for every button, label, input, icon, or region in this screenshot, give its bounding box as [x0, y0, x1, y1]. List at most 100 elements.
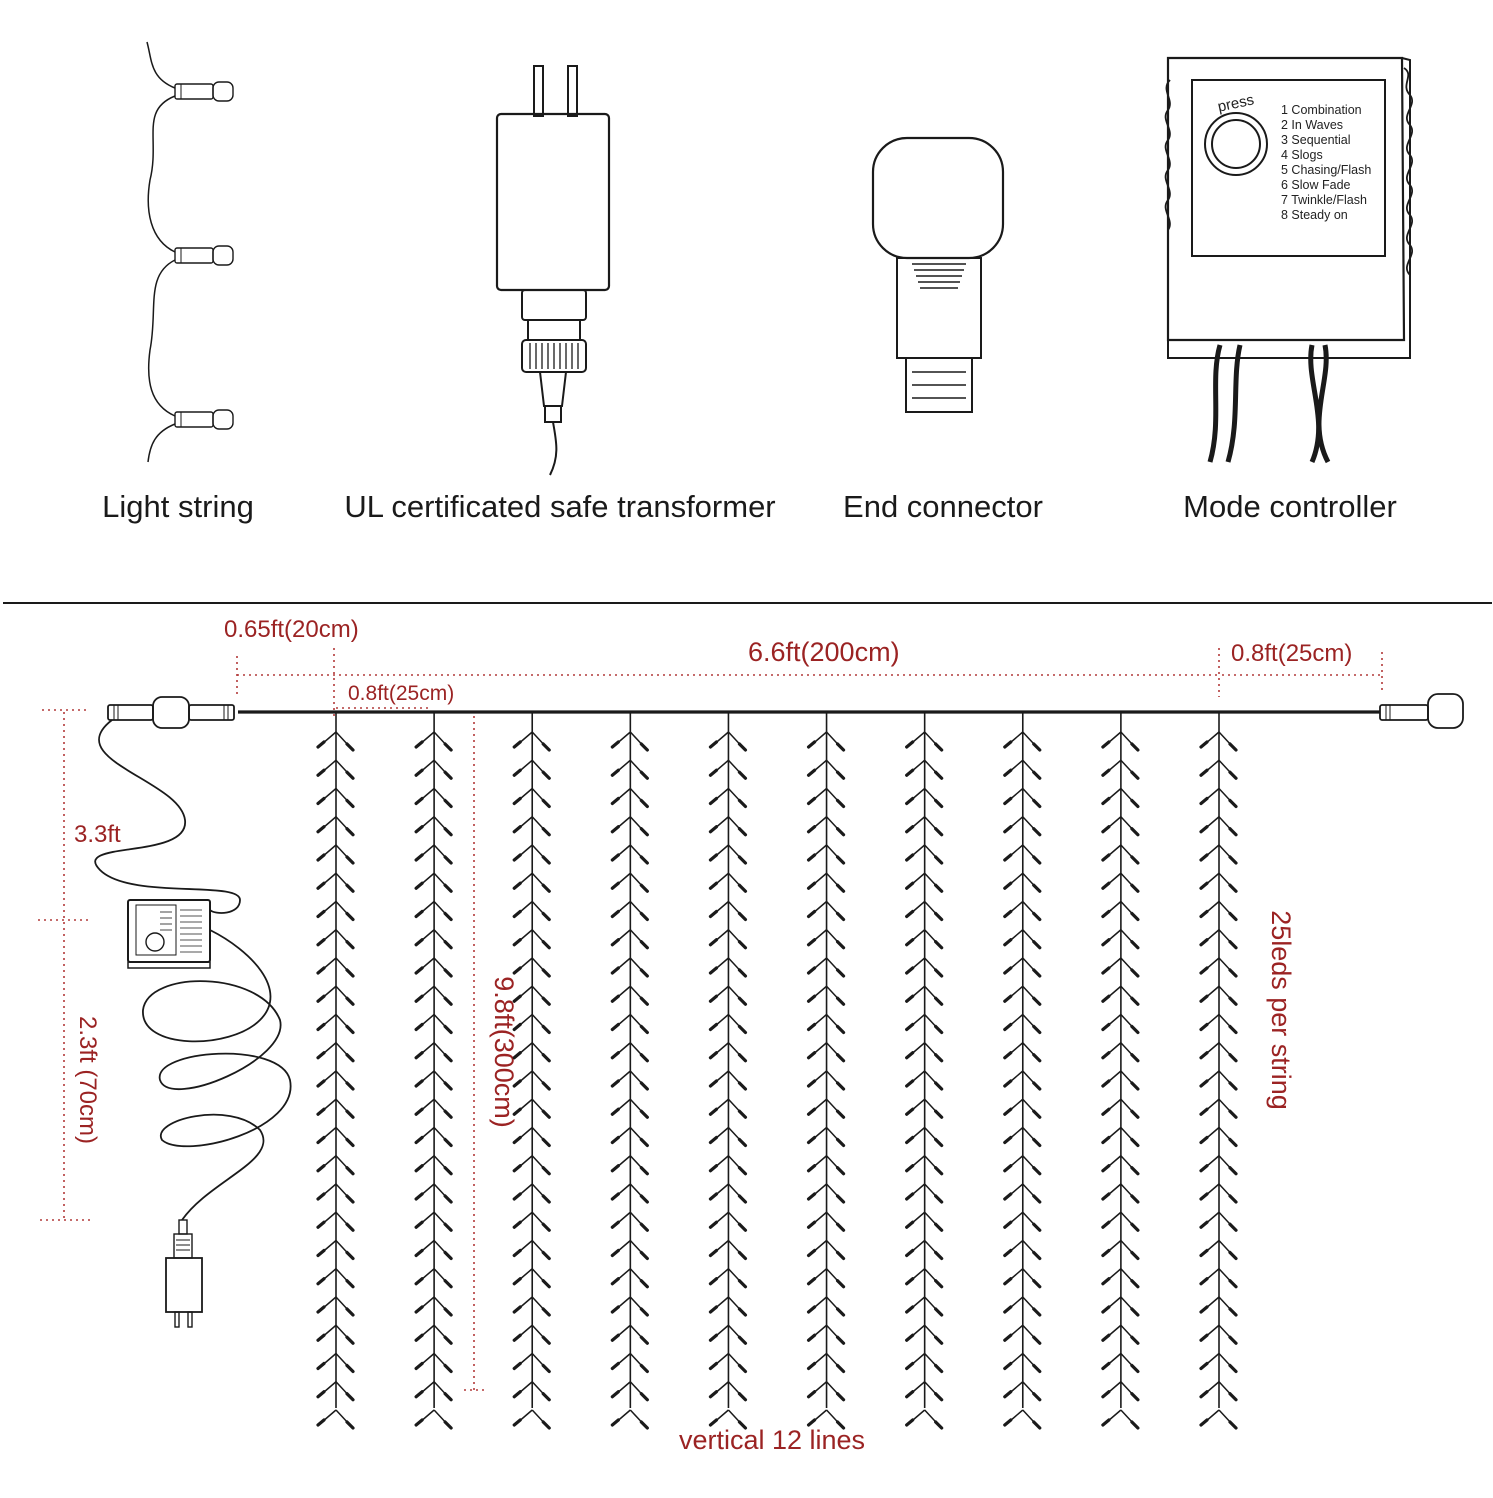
led-bulb [610, 1220, 620, 1229]
led-bulb [414, 938, 424, 947]
led-bulb [414, 1390, 424, 1399]
led-bulb [316, 796, 326, 806]
led-bulb [934, 1081, 944, 1091]
led-bulb [1199, 1192, 1209, 1201]
led-bulb [1101, 1051, 1111, 1060]
led-bulb [1130, 1363, 1140, 1374]
led-bulb [934, 1053, 944, 1063]
led-bulb [443, 1392, 453, 1402]
led-bulb [541, 742, 551, 752]
led-bulb [1130, 1335, 1140, 1345]
led-bulb [414, 1248, 424, 1258]
led-bulb [610, 1022, 620, 1032]
led-bulb [610, 994, 620, 1003]
led-bulb [806, 796, 817, 806]
light-string-icon [146, 41, 234, 463]
led-bulb [443, 1250, 453, 1261]
led-bulb [639, 1024, 649, 1035]
led-bulb [1101, 1135, 1111, 1145]
led-bulb [905, 938, 915, 947]
led-bulb [737, 1109, 748, 1119]
led-bulb [639, 1363, 649, 1374]
led-bulb [316, 1361, 326, 1371]
led-bulb [1101, 1305, 1111, 1314]
led-bulb [345, 1166, 355, 1176]
led-bulb [1130, 940, 1140, 950]
led-bulb [737, 996, 748, 1006]
led-bulb [639, 911, 649, 922]
led-bulb [1199, 1107, 1209, 1116]
led-bulb [316, 853, 326, 862]
led-bulb [639, 1420, 649, 1430]
width-label: 6.6ft(200cm) [748, 637, 900, 667]
led-bulb [610, 825, 620, 834]
led-bulb [737, 1279, 748, 1289]
led-bulb [639, 1250, 649, 1261]
led-bulb [316, 909, 326, 919]
led-bulb [1032, 1420, 1042, 1430]
transformer-icon [495, 65, 611, 476]
led-bulb [1199, 1361, 1209, 1371]
led-bulb [806, 1079, 817, 1088]
led-bulb [316, 1277, 326, 1286]
led-bulb [806, 740, 817, 749]
led-stub [1204, 1409, 1233, 1425]
led-stub [713, 1409, 742, 1425]
led-bulb [345, 1024, 355, 1035]
led-bulb [639, 1081, 649, 1091]
mode-controller-icon [1164, 56, 1413, 464]
light-string-caption: Light string [102, 489, 254, 524]
led-bulb [806, 1192, 817, 1201]
led-bulb [1199, 1135, 1209, 1145]
led-bulb [345, 1081, 355, 1091]
led-bulb [512, 1277, 522, 1286]
led-bulb [345, 1363, 355, 1374]
led-bulb [1199, 1305, 1209, 1314]
led-bulb [512, 994, 522, 1003]
curtain-string [1101, 712, 1140, 1430]
led-bulb [1003, 740, 1013, 749]
led-bulb [708, 1390, 719, 1399]
led-bulb [934, 855, 944, 865]
led-stub [910, 1409, 939, 1425]
led-bulb [639, 1279, 649, 1289]
led-bulb [414, 1418, 424, 1427]
end-connector-caption: End connector [843, 489, 1043, 524]
led-bulb [1003, 825, 1013, 834]
led-bulb [835, 1137, 846, 1148]
led-bulb [541, 996, 551, 1006]
led-bulb [512, 1220, 522, 1229]
mode-controller-caption: Mode controller [1183, 489, 1397, 524]
led-bulb [1101, 768, 1111, 777]
led-bulb [639, 742, 649, 752]
led-bulb [934, 1363, 944, 1374]
led-bulb [1032, 968, 1042, 978]
led-bulb [737, 968, 748, 978]
led-bulb [835, 798, 846, 809]
led-bulb [806, 1051, 817, 1060]
led-bulb [708, 1361, 719, 1371]
led-bulb [806, 1022, 817, 1032]
led-bulb [1032, 798, 1042, 809]
led-bulb [316, 966, 326, 975]
led-bulb [541, 1222, 551, 1232]
led-bulb [835, 827, 846, 837]
led-bulb [934, 827, 944, 837]
led-bulb [443, 1307, 453, 1317]
led-bulb [1003, 1107, 1013, 1116]
led-bulb [737, 1166, 748, 1176]
led-bulb [806, 881, 817, 890]
led-bulb [1228, 1307, 1238, 1317]
led-bulb [316, 1135, 326, 1145]
mini-controller-icon [127, 899, 211, 969]
led-bulb [610, 1277, 620, 1286]
led-bulb [1003, 1192, 1013, 1201]
led-bulb [541, 968, 551, 978]
led-bulb [737, 1053, 748, 1063]
led-bulb [708, 938, 719, 947]
led-bulb [610, 1418, 620, 1427]
led-bulb [806, 994, 817, 1003]
led-bulb [708, 1248, 719, 1258]
led-bulb [541, 1194, 551, 1204]
led-bulb [345, 1335, 355, 1345]
